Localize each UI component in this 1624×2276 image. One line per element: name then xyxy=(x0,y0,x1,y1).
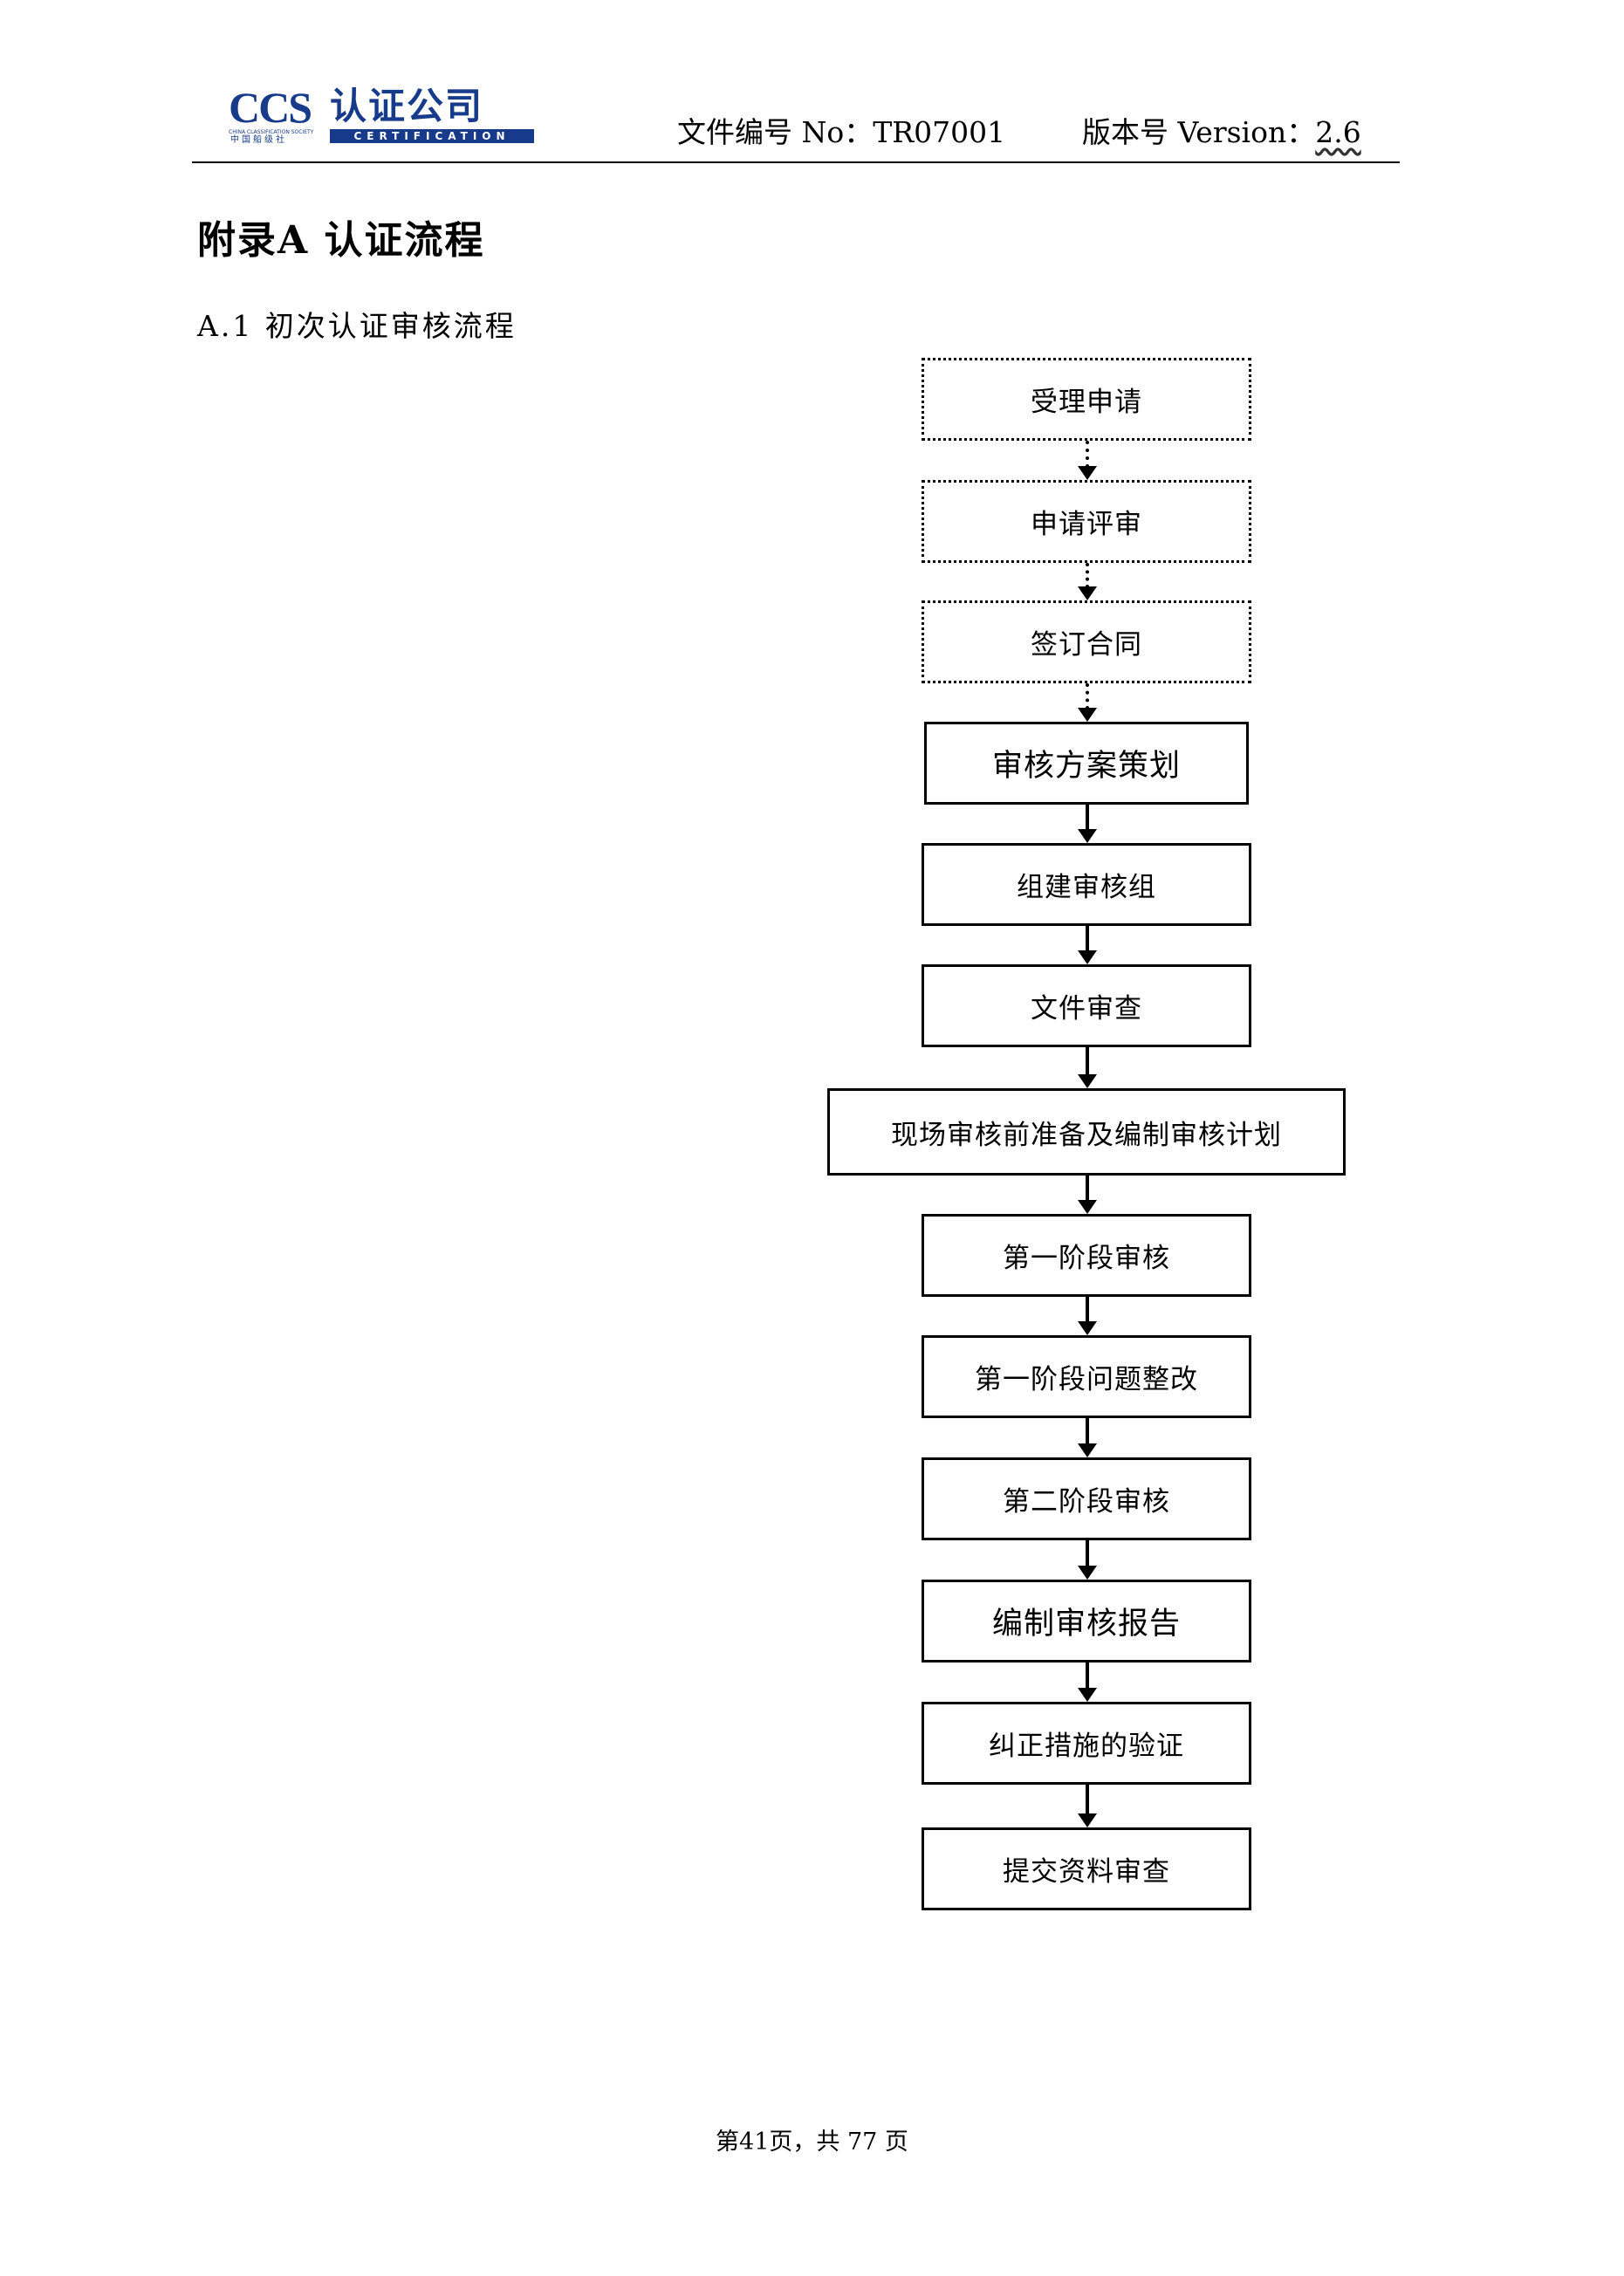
logo-society-en: CHINA CLASSIFICATION SOCIETY xyxy=(229,129,314,135)
flow-step: 申请评审 xyxy=(922,480,1251,563)
document-version: 版本号 Version：2.6 xyxy=(1082,115,1361,150)
appendix-title: 附录A 认证流程 xyxy=(197,218,485,263)
flow-step: 第一阶段审核 xyxy=(922,1214,1251,1297)
flow-arrow-down-icon xyxy=(1074,1785,1100,1827)
flow-step-label: 编制审核报告 xyxy=(991,1607,1181,1642)
flow-arrow-down-icon xyxy=(1074,1047,1100,1088)
header-divider xyxy=(192,161,1400,163)
flow-arrow-down-icon xyxy=(1074,1540,1100,1580)
flow-step-label: 现场审核前准备及编制审核计划 xyxy=(891,1119,1282,1151)
flow-step-label: 组建审核组 xyxy=(1017,872,1156,903)
flow-step-label: 第一阶段审核 xyxy=(1003,1243,1170,1274)
flow-step-label: 申请评审 xyxy=(1031,509,1142,540)
flow-step: 现场审核前准备及编制审核计划 xyxy=(827,1088,1346,1176)
flow-step-label: 签订合同 xyxy=(1031,629,1142,661)
flow-arrow-down-icon xyxy=(1074,1297,1100,1335)
flow-step: 提交资料审查 xyxy=(922,1827,1251,1910)
flow-step-label: 纠正措施的验证 xyxy=(989,1731,1184,1762)
flow-step: 编制审核报告 xyxy=(922,1580,1251,1662)
logo-cn-name: 认证公司 xyxy=(330,85,484,127)
logo-society-cn: 中国船级社 xyxy=(230,135,287,145)
page-number: 第41页，共 77 页 xyxy=(716,2129,908,2156)
flow-step: 组建审核组 xyxy=(922,843,1251,926)
company-logo: CCS 认证公司 CHINA CLASSIFICATION SOCIETY 中国… xyxy=(229,86,536,147)
flow-step: 审核方案策划 xyxy=(924,722,1249,805)
flow-arrow-down-icon xyxy=(1074,805,1100,843)
flow-step: 纠正措施的验证 xyxy=(922,1702,1251,1785)
flow-arrow-down-icon xyxy=(1074,441,1100,480)
flow-step-label: 受理申请 xyxy=(1031,387,1142,418)
flow-step-label: 文件审查 xyxy=(1031,993,1142,1025)
flow-arrow-down-icon xyxy=(1074,1418,1100,1457)
flow-step: 签订合同 xyxy=(922,600,1251,683)
flow-step-label: 第一阶段问题整改 xyxy=(975,1364,1198,1395)
logo-abbr: CCS xyxy=(229,83,312,132)
flow-step: 第二阶段审核 xyxy=(922,1457,1251,1540)
flow-arrow-down-icon xyxy=(1074,1662,1100,1702)
flow-step-label: 第二阶段审核 xyxy=(1003,1486,1170,1518)
flow-step: 文件审查 xyxy=(922,964,1251,1047)
flow-step-label: 提交资料审查 xyxy=(1003,1856,1170,1888)
logo-en-name: CERTIFICATION xyxy=(330,129,534,143)
version-value: 2.6 xyxy=(1315,115,1361,149)
flow-arrow-down-icon xyxy=(1074,926,1100,964)
section-title: A.1 初次认证审核流程 xyxy=(197,309,517,343)
flow-arrow-down-icon xyxy=(1074,1176,1100,1214)
document-number: 文件编号 No：TR07001 xyxy=(677,115,1006,149)
flow-step: 受理申请 xyxy=(922,358,1251,441)
flow-step-label: 审核方案策划 xyxy=(991,749,1181,784)
flow-step: 第一阶段问题整改 xyxy=(922,1335,1251,1418)
flow-arrow-down-icon xyxy=(1074,683,1100,722)
flow-arrow-down-icon xyxy=(1074,563,1100,600)
version-label: 版本号 Version： xyxy=(1082,115,1316,149)
